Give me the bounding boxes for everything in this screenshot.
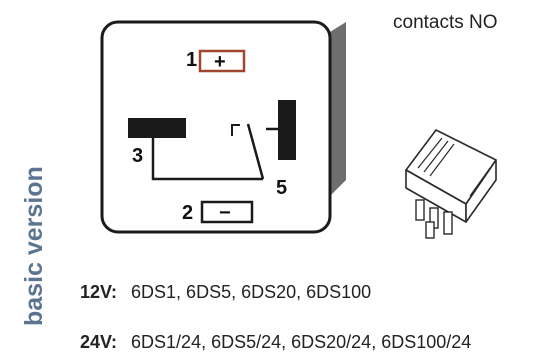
pin-3-terminal (128, 118, 186, 138)
pin-5-label: 5 (276, 177, 287, 199)
plus-symbol: + (214, 51, 226, 73)
pin-5-terminal (278, 100, 296, 160)
switch-fixed-contact (231, 124, 240, 136)
model-list: 6DS1/24, 6DS5/24, 6DS20/24, 6DS100/24 (131, 332, 472, 352)
switch-contact (246, 123, 265, 180)
pin-1-label: 1 (186, 49, 197, 71)
relay-module-icon (405, 129, 497, 239)
voltage-label: 24V: (80, 332, 118, 352)
box-shadow (330, 22, 346, 196)
pin-2-minus-box (200, 200, 254, 224)
pin-1-plus-box (198, 49, 246, 73)
side-label: basic version (20, 166, 48, 326)
voltage-line-12v: 12V: 6DS1, 6DS5, 6DS20, 6DS100 (80, 282, 371, 303)
model-list: 6DS1, 6DS5, 6DS20, 6DS100 (131, 282, 372, 302)
wire-pin3-to-switch (151, 138, 263, 181)
contacts-title: contacts NO (393, 12, 498, 33)
voltage-line-24v: 24V: 6DS1/24, 6DS5/24, 6DS20/24, 6DS100/2… (80, 332, 471, 353)
pin-3-label: 3 (132, 145, 143, 167)
minus-symbol: − (219, 202, 231, 224)
voltage-label: 12V: (80, 282, 118, 302)
wiring-diagram: 1 + 3 5 2 − (100, 20, 346, 234)
pin-2-label: 2 (182, 202, 193, 224)
